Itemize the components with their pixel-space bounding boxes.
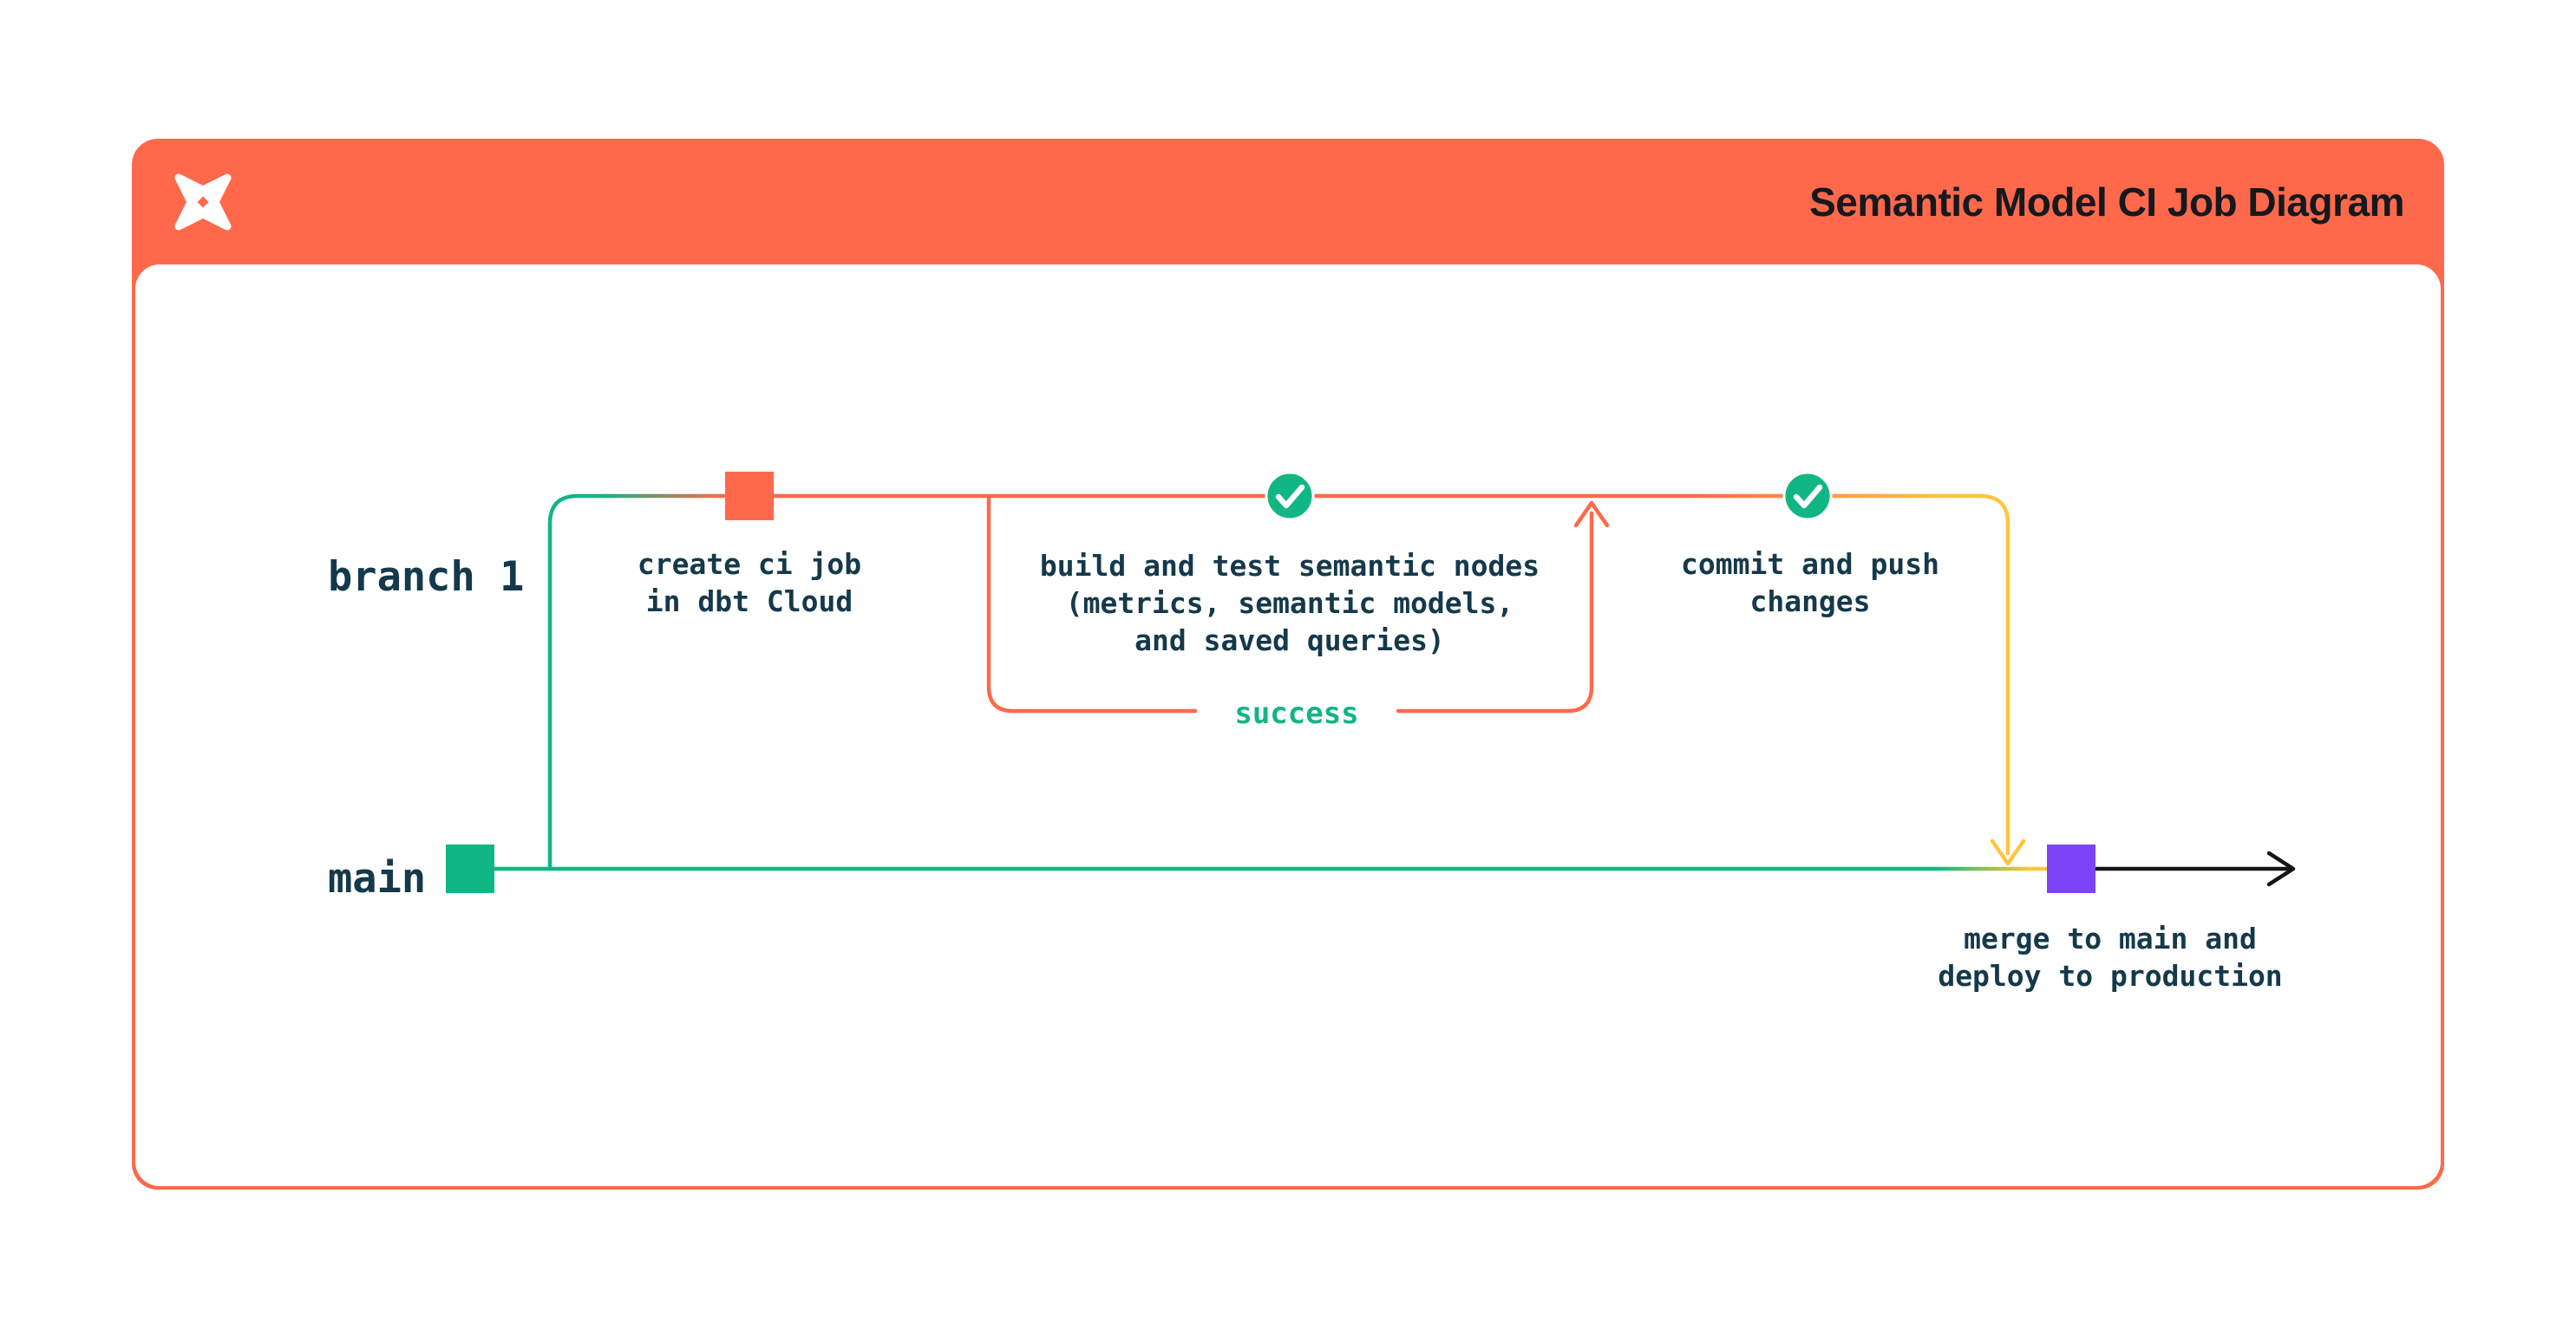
- diagram-card: Semantic Model CI Job Diagram: [132, 139, 2444, 1190]
- page-title: Semantic Model CI Job Diagram: [1809, 179, 2404, 225]
- success-loop-label: success: [1234, 696, 1359, 731]
- branch-1-label: branch 1: [328, 553, 525, 601]
- step-merge-and-deploy-label: merge to main and deploy to production: [1938, 922, 2283, 993]
- dbt-logo-icon: [174, 173, 232, 230]
- main-label: main: [328, 855, 427, 903]
- dbt-star-center-diamond: [197, 196, 209, 207]
- card-header: Semantic Model CI Job Diagram: [132, 139, 2444, 264]
- step-commit-and-push-label: commit and push changes: [1680, 547, 1940, 618]
- step-build-and-test-label: build and test semantic nodes (metrics, …: [1039, 549, 1540, 657]
- diagram-canvas: [135, 264, 2441, 1186]
- step-create-ci-job-label: create ci job in dbt Cloud: [637, 547, 862, 618]
